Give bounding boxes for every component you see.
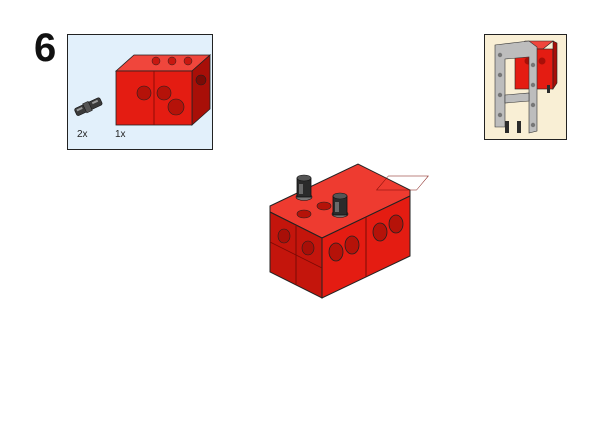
red-motor-block-icon	[114, 54, 212, 126]
connector-pin-left	[295, 174, 313, 201]
red-motor-block	[269, 163, 429, 299]
preview-illustration	[494, 40, 558, 134]
step-number: 6	[34, 26, 57, 70]
connector-pin-right	[331, 192, 349, 218]
block-quantity: 1x	[115, 129, 126, 140]
pin-quantity: 2x	[77, 129, 88, 140]
connector-pin-icon	[74, 97, 103, 116]
parts-illustration	[74, 54, 212, 126]
parts-callout: 2x 1x	[67, 34, 213, 150]
assembly-preview	[484, 34, 567, 140]
